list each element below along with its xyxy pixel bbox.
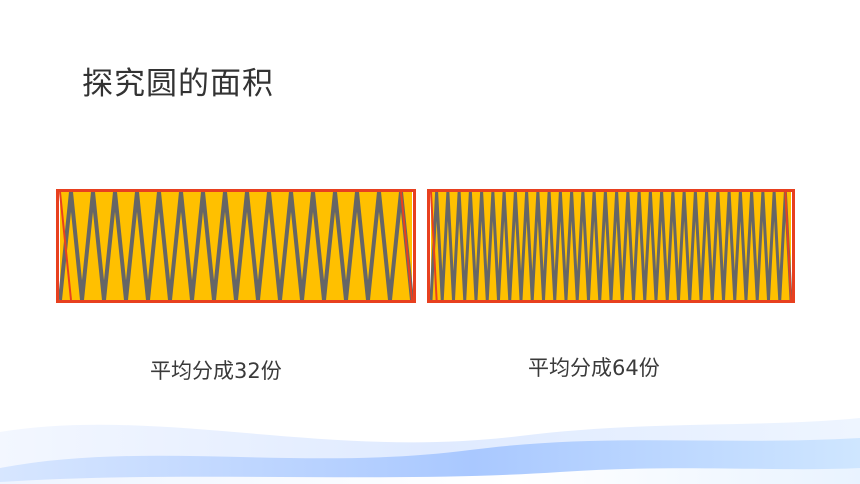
strip-bounding-rect: [56, 189, 416, 303]
caption-64-pieces: 平均分成64份: [528, 356, 660, 380]
strip-left-edge: [430, 191, 438, 301]
decorative-footer-wave: [0, 418, 860, 484]
sector-strip-32: [56, 189, 416, 303]
slide-title: 探究圆的面积: [82, 66, 274, 102]
wave-front: [0, 468, 860, 484]
strip-right-edge: [784, 191, 792, 301]
caption-32-pieces: 平均分成32份: [150, 359, 282, 383]
strip-left-edge: [59, 191, 72, 301]
sector-strip-64: [427, 189, 795, 303]
strip-bounding-rect: [427, 189, 795, 303]
strip-right-edge: [400, 191, 413, 301]
